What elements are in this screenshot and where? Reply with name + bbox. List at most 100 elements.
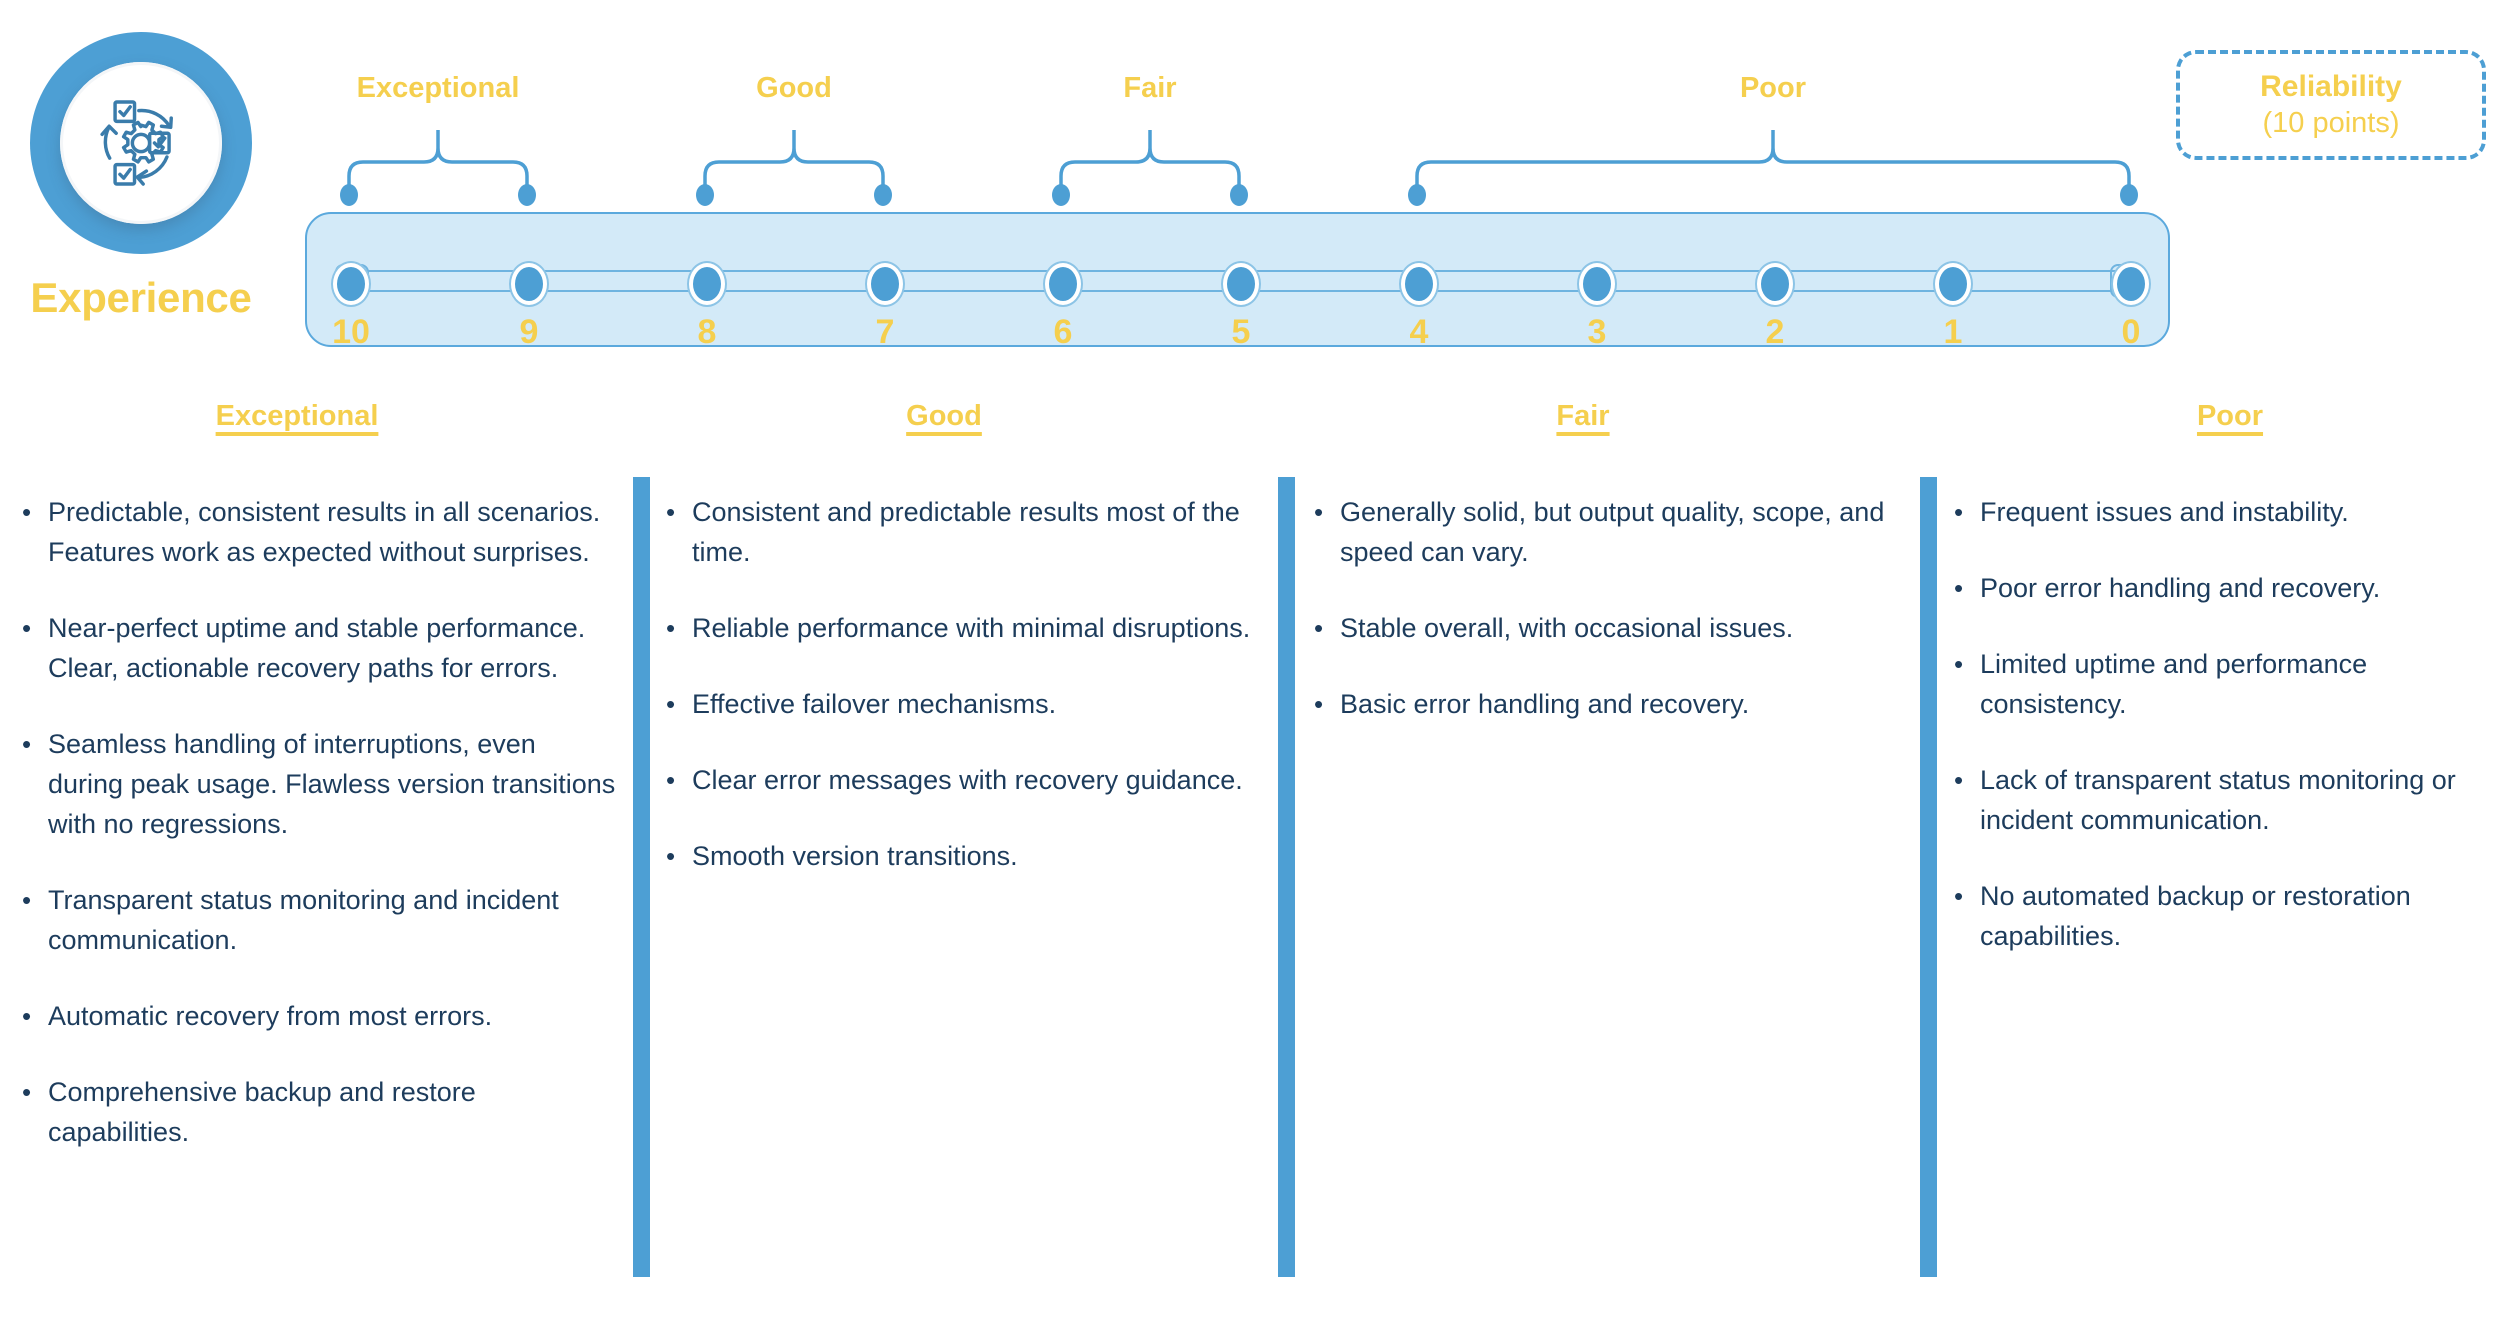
list-item-text: Comprehensive backup and restore capabil… (48, 1077, 476, 1147)
list-item-text: Limited uptime and performance consisten… (1980, 649, 2368, 719)
marker-value: 8 (697, 313, 717, 351)
column-header-good: Good (906, 400, 982, 432)
bullet-icon: • (666, 689, 676, 719)
bullet-icon: • (1314, 689, 1324, 719)
list-item-text: Effective failover mechanisms. (692, 689, 1057, 719)
list-item-text: Clear error messages with recovery guida… (692, 765, 1243, 795)
list-item-text: Consistent and predictable results most … (692, 497, 1240, 567)
bullet-icon: • (1954, 881, 1964, 911)
scale-marker-7[interactable]: 7 (865, 261, 905, 351)
list-item: • Comprehensive backup and restore capabi… (18, 1072, 618, 1152)
marker-value: 10 (332, 313, 370, 351)
marker-dot (1405, 267, 1433, 301)
scale-marker-6[interactable]: 6 (1043, 261, 1083, 351)
list-item: • Clear error messages with recovery guid… (662, 760, 1262, 800)
scale-marker-3[interactable]: 3 (1577, 261, 1617, 351)
scale-marker-10[interactable]: 10 (331, 261, 371, 351)
bullet-icon: • (1314, 497, 1324, 527)
scale-marker-8[interactable]: 8 (687, 261, 727, 351)
marker-value: 1 (1943, 313, 1963, 351)
brace-path (1059, 147, 1241, 186)
criteria-column-good: • Consistent and predictable results most… (662, 492, 1262, 912)
column-divider-2 (1278, 477, 1295, 1277)
brace-connectors (340, 130, 2138, 206)
list-item: • Automatic recovery from most errors. (18, 996, 618, 1036)
experience-badge: Experience (22, 24, 262, 354)
scale-marker-1[interactable]: 1 (1933, 261, 1973, 351)
marker-dot (1227, 267, 1255, 301)
brace-path (347, 147, 529, 186)
bullet-icon: • (1954, 573, 1964, 603)
list-item-text: Lack of transparent status monitoring or… (1980, 765, 2456, 835)
list-item: • Poor error handling and recovery. (1950, 568, 2490, 608)
badge-inner-circle (60, 62, 222, 224)
list-item: • No automated backup or restoration capa… (1950, 876, 2490, 956)
list-item: •Predictable, consistent results in all … (18, 492, 618, 572)
bullet-icon: • (22, 1077, 32, 1107)
list-item-text: Generally solid, but output quality, sco… (1340, 497, 1885, 567)
brace-endpoint-dot (1408, 184, 1426, 206)
list-item: • Effective failover mechanisms. (662, 684, 1262, 724)
column-header-fair: Fair (1556, 400, 1610, 432)
bullet-icon: • (22, 1001, 32, 1031)
bullet-icon: • (666, 765, 676, 795)
list-item: • Consistent and predictable results most… (662, 492, 1262, 572)
marker-dot (1583, 267, 1611, 301)
bullet-icon: • (22, 885, 32, 915)
scale-marker-5[interactable]: 5 (1221, 261, 1261, 351)
list-item-text: Frequent issues and instability. (1980, 497, 2349, 527)
bullet-icon: • (666, 613, 676, 643)
list-item: • Limited uptime and performance consiste… (1950, 644, 2490, 724)
scale-marker-9[interactable]: 9 (509, 261, 549, 351)
list-item-text: Automatic recovery from most errors. (48, 1001, 493, 1031)
list-item-text: Poor error handling and recovery. (1980, 573, 2381, 603)
scale-group-braces: Exceptional Good Fair Poor (0, 0, 2504, 230)
list-item: •Smooth version transitions. (662, 836, 1262, 876)
scale-group-label-good: Good (756, 72, 832, 104)
bullet-icon: • (666, 497, 676, 527)
brace-endpoint-dot (340, 184, 358, 206)
marker-value: 4 (1409, 313, 1429, 351)
brace-endpoint-dot (696, 184, 714, 206)
bullet-icon: • (666, 841, 676, 871)
bullet-icon: • (1314, 613, 1324, 643)
brace-path (703, 147, 885, 186)
marker-dot (693, 267, 721, 301)
marker-value: 7 (875, 313, 895, 351)
scale-group-label-fair: Fair (1123, 72, 1177, 104)
list-item: • Lack of transparent status monitoring o… (1950, 760, 2490, 840)
points-badge: Reliability (10 points) (2176, 50, 2486, 160)
marker-dot (515, 267, 543, 301)
points-badge-title: Reliability (2260, 70, 2402, 104)
list-item: •Seamless handling of interruptions, eve… (18, 724, 618, 844)
scale-marker-0[interactable]: 0 (2111, 261, 2151, 351)
criteria-column-fair: • Generally solid, but output quality, sc… (1310, 492, 1910, 760)
bullet-icon: • (1954, 765, 1964, 795)
list-item-text: Seamless handling of interruptions, even… (48, 729, 616, 839)
marker-dot (1049, 267, 1077, 301)
marker-dot (1761, 267, 1789, 301)
list-item: •Near-perfect uptime and stable performa… (18, 608, 618, 688)
bullet-icon: • (1954, 649, 1964, 679)
criteria-column-poor: • Frequent issues and instability. • Poor e… (1950, 492, 2490, 992)
list-item: • Frequent issues and instability. (1950, 492, 2490, 532)
list-item: • Generally solid, but output quality, sc… (1310, 492, 1910, 572)
scale-group-label-exceptional: Exceptional (356, 72, 520, 104)
list-item-text: Stable overall, with occasional issues. (1340, 613, 1794, 643)
list-item: •Basic error handling and recovery. (1310, 684, 1910, 724)
brace-endpoint-dot (2120, 184, 2138, 206)
marker-value: 6 (1053, 313, 1073, 351)
scale-marker-4[interactable]: 4 (1399, 261, 1439, 351)
bullet-icon: • (1954, 497, 1964, 527)
column-divider-3 (1920, 477, 1937, 1277)
list-item-text: No automated backup or restoration capab… (1980, 881, 2411, 951)
list-item-text: Transparent status monitoring and incide… (48, 885, 559, 955)
bullet-icon: • (22, 613, 32, 643)
brace-path (1415, 147, 2131, 186)
brace-endpoint-dot (518, 184, 536, 206)
scale-group-label-poor: Poor (1739, 72, 1807, 104)
scale-marker-2[interactable]: 2 (1755, 261, 1795, 351)
marker-value: 2 (1765, 313, 1785, 351)
marker-dot (1939, 267, 1967, 301)
